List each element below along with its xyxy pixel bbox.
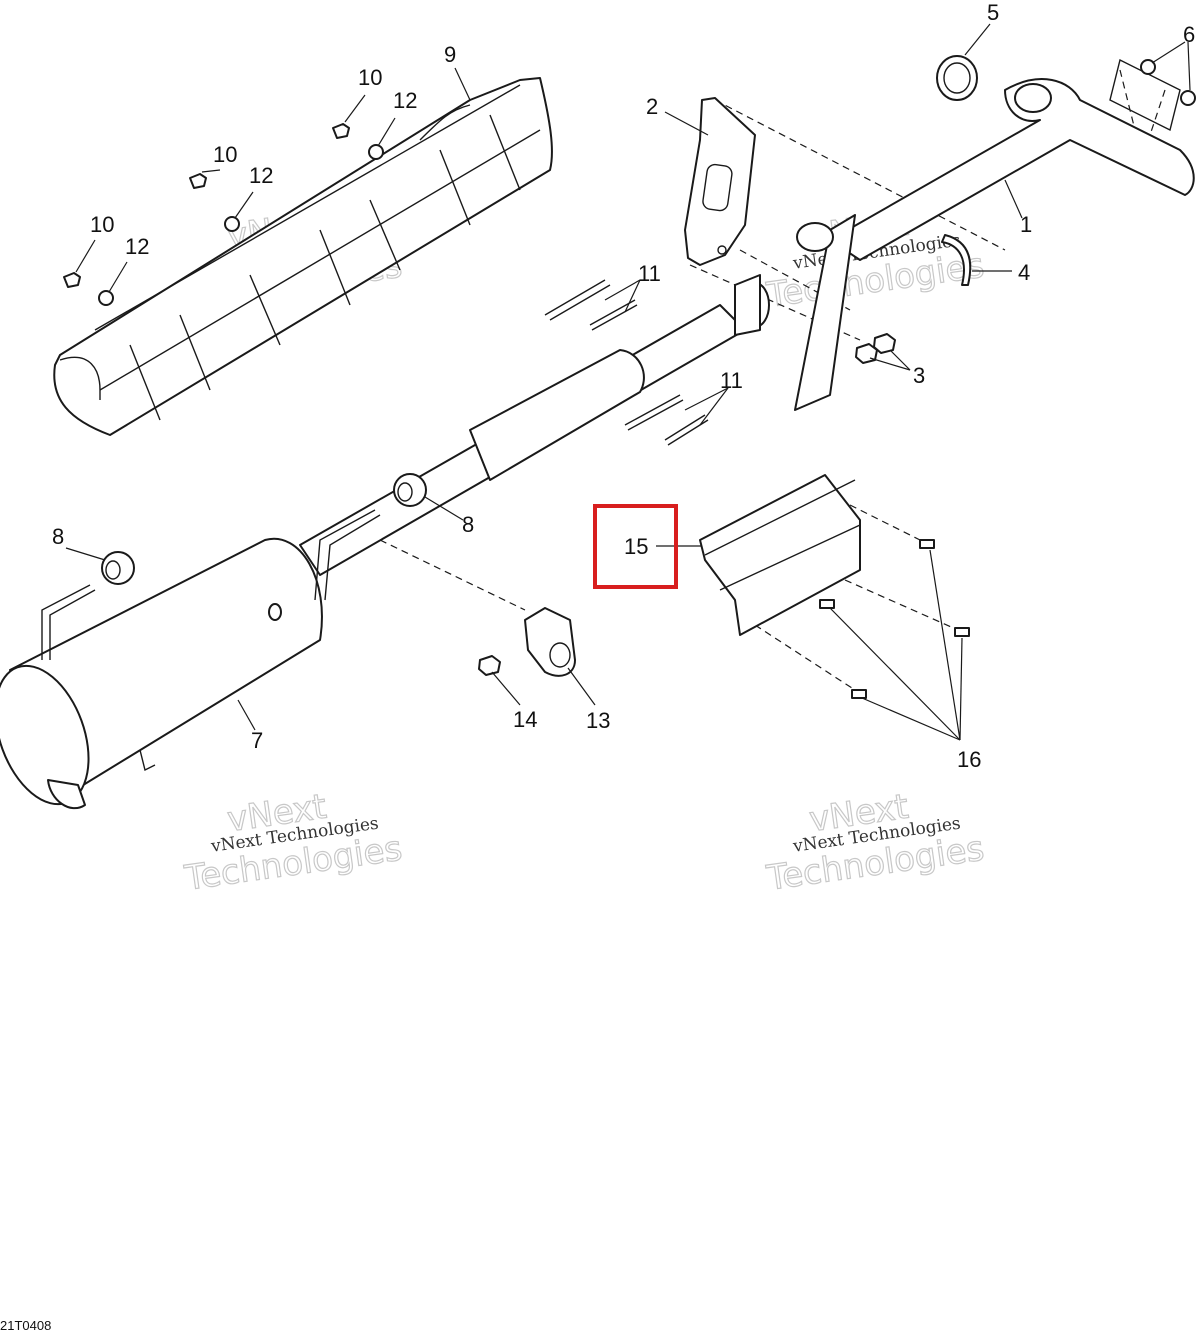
shield-fasteners — [63, 123, 384, 306]
callout-13: 13 — [586, 708, 610, 733]
callout-12: 12 — [249, 163, 273, 188]
callout-16: 16 — [957, 747, 981, 772]
exhaust-gasket — [936, 55, 978, 101]
callout-10: 10 — [358, 65, 382, 90]
drain-hose — [941, 234, 972, 286]
figure-id: 21T0408 — [0, 1318, 52, 1333]
callout-10: 10 — [90, 212, 114, 237]
mounting-bracket — [684, 97, 756, 266]
middle-pipe — [299, 274, 770, 576]
callout-1: 1 — [1020, 212, 1032, 237]
callout-12: 12 — [393, 88, 417, 113]
exhaust-nuts — [1140, 59, 1196, 106]
highlight-box — [593, 504, 678, 589]
callout-7: 7 — [251, 728, 263, 753]
retaining-clips — [819, 539, 970, 699]
heat-shield — [53, 77, 553, 436]
leader-lines — [65, 23, 1191, 741]
callout-9: 9 — [444, 42, 456, 67]
callout-12: 12 — [125, 234, 149, 259]
callout-10: 10 — [213, 142, 237, 167]
callout-8: 8 — [52, 524, 64, 549]
muffler — [0, 509, 381, 810]
callout-5: 5 — [987, 0, 999, 25]
callout-6: 6 — [1183, 22, 1195, 47]
rubber-grommets — [101, 473, 427, 585]
bracket-bolt — [478, 655, 501, 676]
callout-15: 15 — [624, 534, 648, 559]
callout-8: 8 — [462, 512, 474, 537]
callout-14: 14 — [513, 707, 537, 732]
callout-11: 11 — [638, 261, 661, 286]
support-bracket — [524, 607, 576, 677]
mounting-bolts — [855, 333, 896, 364]
callout-11: 11 — [720, 368, 743, 393]
exhaust-head-pipe — [794, 58, 1195, 411]
callout-labels: 5 6 1 4 3 2 11 11 9 10 12 10 12 10 12 8 … — [52, 0, 1195, 772]
callout-4: 4 — [1018, 260, 1030, 285]
callout-2: 2 — [646, 94, 658, 119]
callout-3: 3 — [913, 363, 925, 388]
protection-plate — [699, 474, 861, 636]
